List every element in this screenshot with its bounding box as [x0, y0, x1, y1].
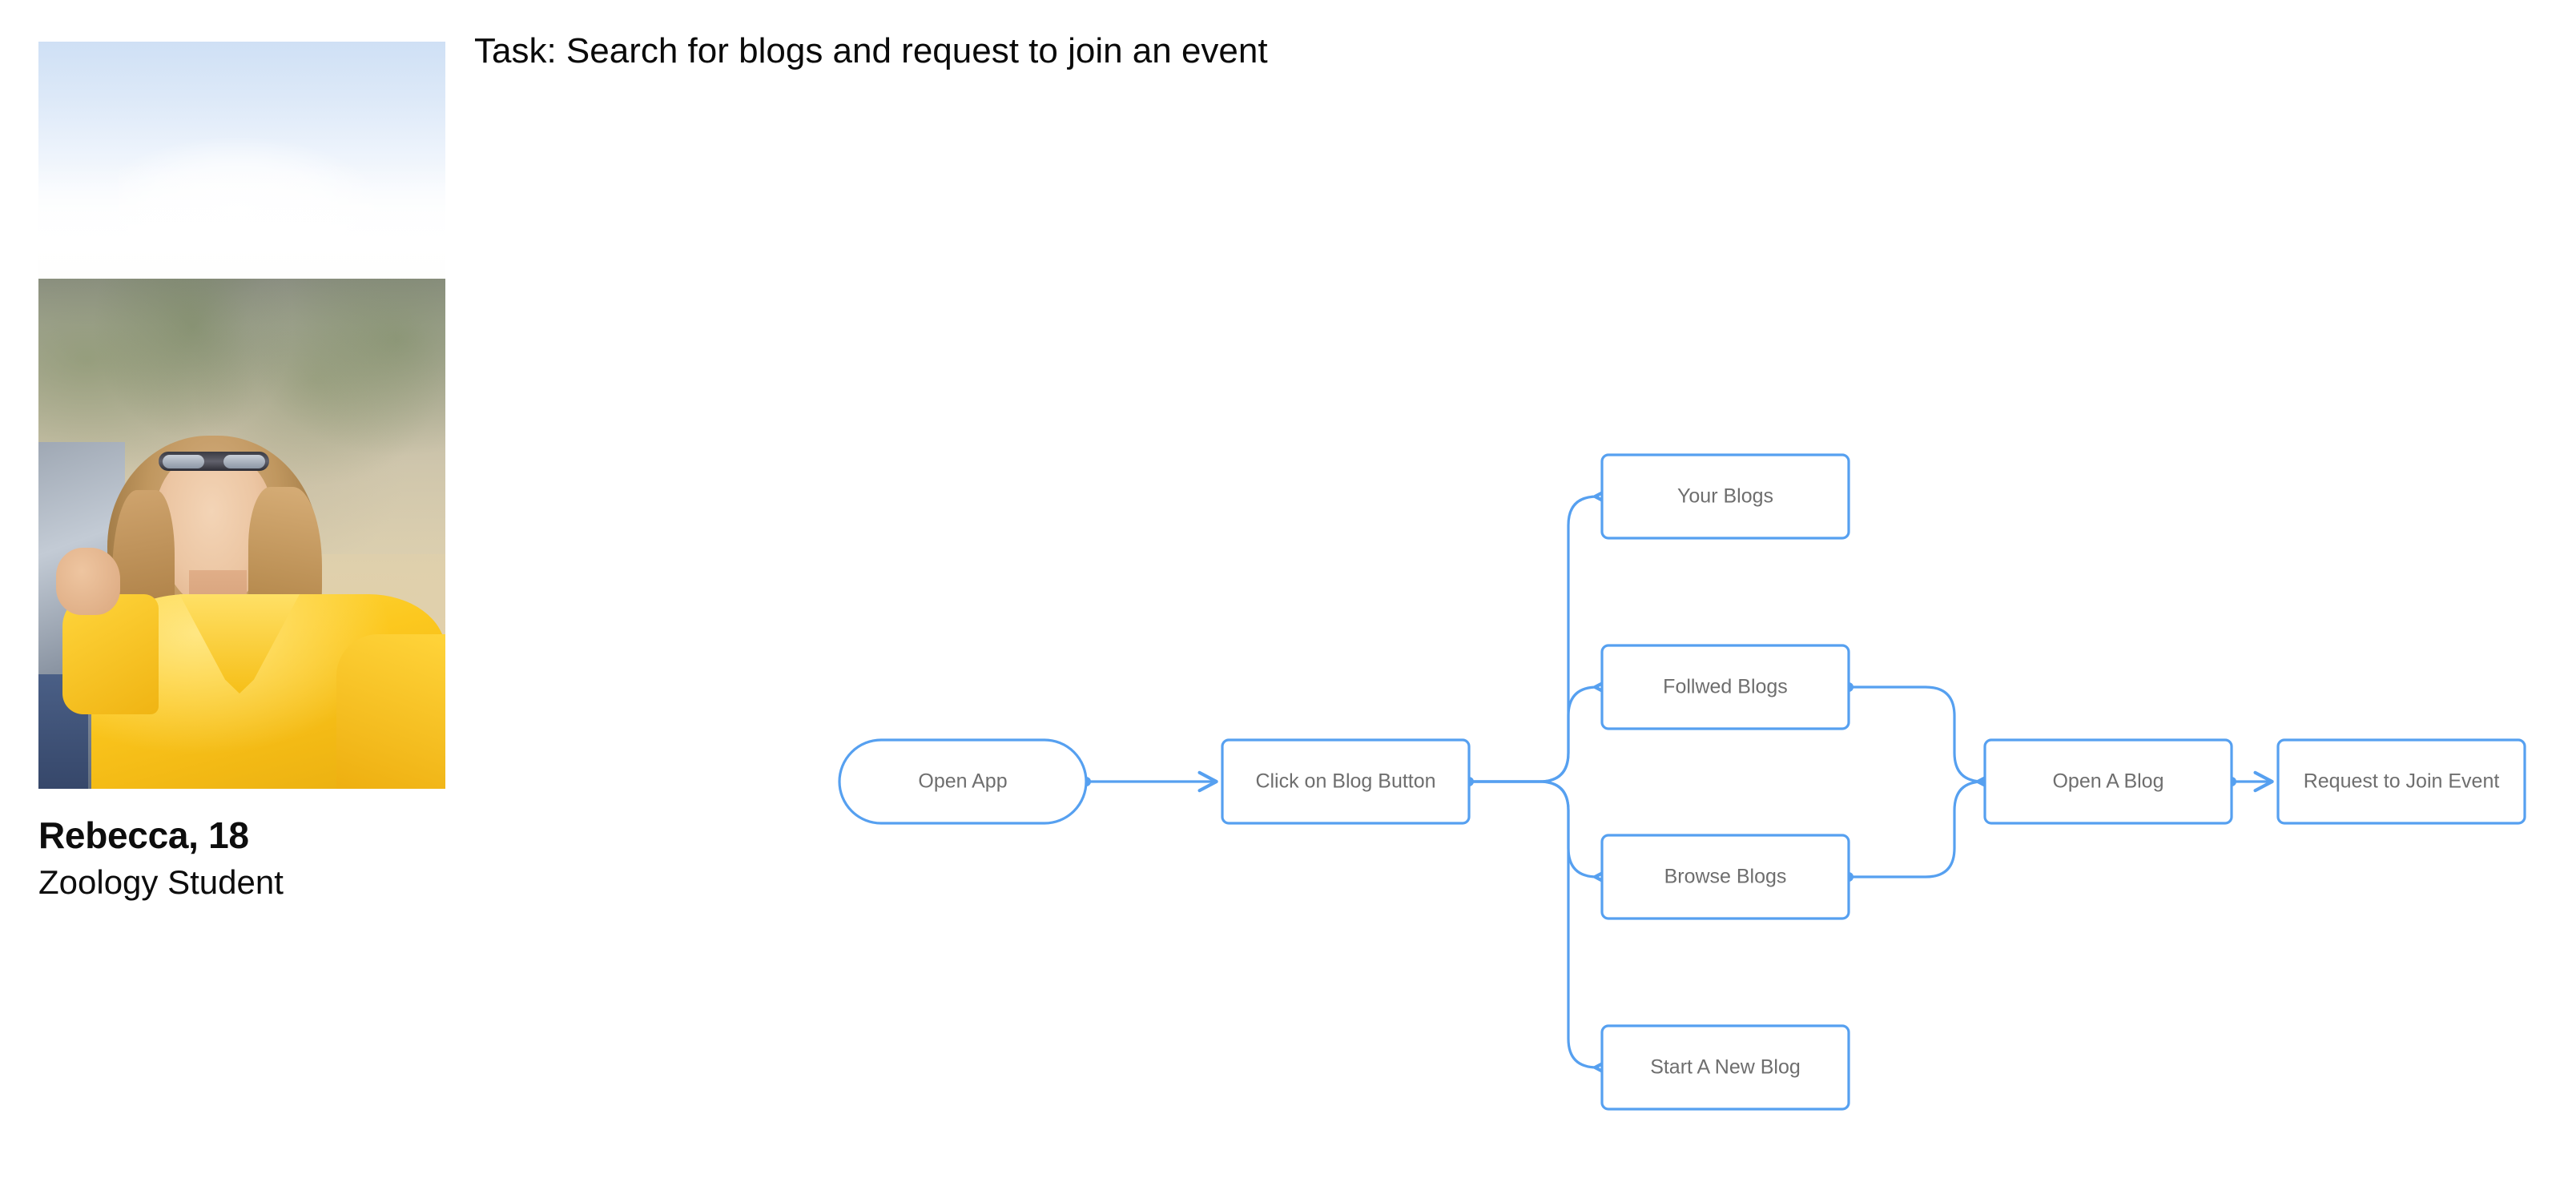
flow-node-browse-blogs[interactable]: Browse Blogs — [1600, 834, 1850, 920]
task-title: Task: Search for blogs and request to jo… — [474, 31, 1268, 70]
flow-node-label: Open App — [918, 770, 1007, 793]
flow-node-request-join[interactable]: Request to Join Event — [2276, 738, 2526, 825]
flow-node-followed-blogs[interactable]: Follwed Blogs — [1600, 644, 1850, 730]
flow-edge-e2 — [1467, 485, 1614, 783]
persona-photo — [38, 42, 445, 789]
flow-node-label: Click on Blog Button — [1255, 770, 1435, 793]
flow-node-label: Request to Join Event — [2304, 770, 2500, 793]
flow-node-label: Browse Blogs — [1664, 866, 1787, 888]
persona-role: Zoology Student — [38, 862, 284, 901]
flow-node-open-app[interactable]: Open App — [838, 738, 1088, 825]
flow-node-your-blogs[interactable]: Your Blogs — [1600, 453, 1850, 540]
flow-node-click-blog[interactable]: Click on Blog Button — [1221, 738, 1471, 825]
flow-node-shape — [2276, 738, 2526, 825]
flow-edge-e3 — [1467, 676, 1614, 783]
flow-node-shape — [1221, 738, 1471, 825]
flow-node-shape — [1600, 1024, 1850, 1111]
flow-edge-e5 — [1467, 780, 1614, 1079]
flow-node-label: Open A Blog — [2052, 770, 2163, 793]
photo-hand — [56, 548, 120, 615]
flow-node-shape — [838, 738, 1088, 825]
flow-edge-e4 — [1467, 780, 1614, 888]
flow-node-shape — [1600, 453, 1850, 540]
persona-card: Rebecca, 18 Zoology Student — [38, 42, 445, 902]
flowchart-nodes: Open App Click on Blog Button Your BlogsFo… — [838, 453, 2526, 1111]
flow-node-shape — [1983, 738, 2233, 825]
flow-node-label: Follwed Blogs — [1663, 676, 1788, 698]
flow-node-shape — [1600, 644, 1850, 730]
flow-node-start-new-blog[interactable]: Start A New Blog — [1600, 1024, 1850, 1111]
flow-node-open-a-blog[interactable]: Open A Blog — [1983, 738, 2233, 825]
flow-node-label: Your Blogs — [1677, 485, 1773, 508]
persona-name: Rebecca, 18 — [38, 814, 249, 856]
sunglasses-icon — [159, 452, 269, 471]
photo-shoulder — [336, 634, 445, 789]
flow-edge-e7 — [1847, 770, 1997, 878]
flow-node-shape — [1600, 834, 1850, 920]
flow-node-label: Start A New Blog — [1650, 1056, 1801, 1079]
flow-edge-e6 — [1847, 685, 1997, 793]
